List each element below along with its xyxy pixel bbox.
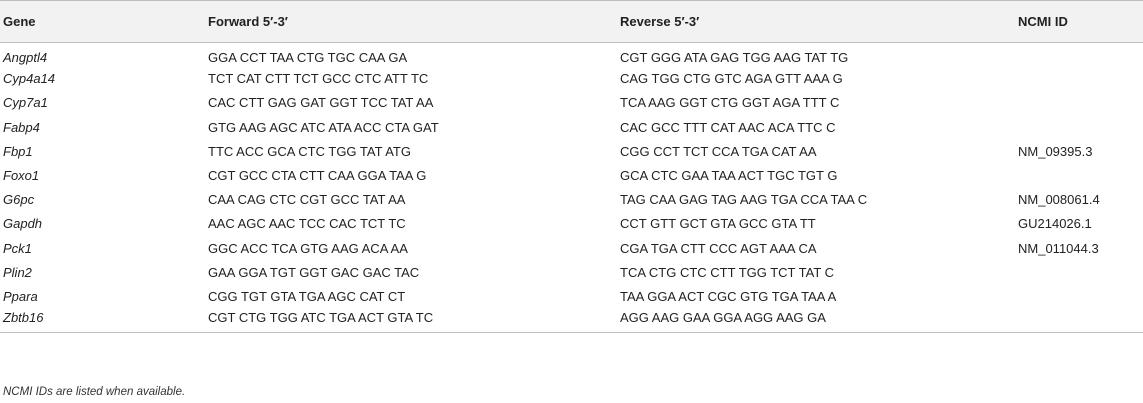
forward-cell: TTC ACC GCA CTC TGG TAT ATG: [208, 143, 411, 159]
header-ncmi-id: NCMI ID: [1015, 0, 1143, 43]
table-row: Angptl4 GGA CCT TAA CTG TGC CAA GA CGT G…: [0, 43, 1143, 67]
table-row: G6pc CAA CAG CTC CGT GCC TAT AA TAG CAA …: [0, 188, 1143, 212]
gene-cell: Pck1: [3, 240, 32, 256]
reverse-cell: TCA CTG CTC CTT TGG TCT TAT C: [620, 264, 835, 280]
ncmi-id-cell: [1015, 43, 1143, 67]
table-row: Pck1 GGC ACC TCA GTG AAG ACA AA CGA TGA …: [0, 236, 1143, 260]
ncmi-id-cell: [1015, 91, 1143, 115]
table-row: Plin2 GAA GGA TGT GGT GAC GAC TAC TCA CT…: [0, 260, 1143, 284]
forward-cell: TCT CAT CTT TCT GCC CTC ATT TC: [208, 71, 429, 87]
table-row: Cyp7a1 CAC CTT GAG GAT GGT TCC TAT AA TC…: [0, 91, 1143, 115]
table-footnote: NCMI IDs are listed when available.: [3, 386, 186, 398]
gene-cell: Cyp4a14: [3, 71, 56, 87]
gene-cell: Fbp1: [3, 143, 33, 159]
header-row: Gene Forward 5′-3′ Reverse 5′-3′ NCMI ID: [0, 0, 1143, 43]
forward-cell: CAC CTT GAG GAT GGT TCC TAT AA: [208, 95, 434, 111]
gene-cell: Fabp4: [3, 119, 40, 135]
reverse-cell: CAC GCC TTT CAT AAC ACA TTC C: [620, 119, 836, 135]
gene-cell: Ppara: [3, 288, 38, 304]
ncmi-id-cell: [1015, 163, 1143, 187]
reverse-cell: CCT GTT GCT GTA GCC GTA TT: [620, 216, 816, 232]
header-forward: Forward 5′-3′: [205, 0, 617, 43]
table-row: Cyp4a14 TCT CAT CTT TCT GCC CTC ATT TC C…: [0, 67, 1143, 91]
header-reverse: Reverse 5′-3′: [617, 0, 1015, 43]
forward-cell: CGT CTG TGG ATC TGA ACT GTA TC: [205, 308, 617, 334]
gene-cell: Plin2: [3, 264, 32, 280]
forward-cell: GAA GGA TGT GGT GAC GAC TAC: [208, 264, 420, 280]
forward-cell: CGT GCC CTA CTT CAA GGA TAA G: [208, 168, 427, 184]
gene-cell: Cyp7a1: [3, 95, 48, 111]
table-body: Angptl4 GGA CCT TAA CTG TGC CAA GA CGT G…: [0, 43, 1143, 334]
header-gene: Gene: [0, 0, 205, 43]
table-row: Fbp1 TTC ACC GCA CTC TGG TAT ATG CGG CCT…: [0, 139, 1143, 163]
forward-cell: GGC ACC TCA GTG AAG ACA AA: [208, 240, 408, 256]
forward-cell: CAA CAG CTC CGT GCC TAT AA: [208, 192, 406, 208]
gene-cell: Zbtb16: [0, 308, 205, 334]
forward-cell: AAC AGC AAC TCC CAC TCT TC: [208, 216, 406, 232]
table-row: Zbtb16 CGT CTG TGG ATC TGA ACT GTA TC AG…: [0, 308, 1143, 334]
forward-cell: CGG TGT GTA TGA AGC CAT CT: [208, 288, 406, 304]
ncmi-id-cell: NM_011044.3: [1018, 240, 1099, 256]
gene-cell: G6pc: [3, 192, 35, 208]
reverse-cell: AGG AAG GAA GGA AGG AAG GA: [617, 308, 1015, 334]
ncmi-id-cell: [1015, 308, 1143, 334]
reverse-cell: TAG CAA GAG TAG AAG TGA CCA TAA C: [620, 192, 868, 208]
reverse-cell: CGA TGA CTT CCC AGT AAA CA: [620, 240, 817, 256]
ncmi-id-cell: [1015, 115, 1143, 139]
reverse-cell: TAA GGA ACT CGC GTG TGA TAA A: [620, 288, 837, 304]
primer-table: Gene Forward 5′-3′ Reverse 5′-3′ NCMI ID…: [0, 0, 1143, 334]
reverse-cell: CGT GGG ATA GAG TGG AAG TAT TG: [620, 50, 849, 66]
table-row: Gapdh AAC AGC AAC TCC CAC TCT TC CCT GTT…: [0, 212, 1143, 236]
table-row: Fabp4 GTG AAG AGC ATC ATA ACC CTA GAT CA…: [0, 115, 1143, 139]
reverse-cell: CGG CCT TCT CCA TGA CAT AA: [620, 143, 817, 159]
gene-cell: Angptl4: [3, 50, 48, 66]
table-row: Foxo1 CGT GCC CTA CTT CAA GGA TAA G GCA …: [0, 163, 1143, 187]
reverse-cell: CAG TGG CTG GTC AGA GTT AAA G: [620, 71, 843, 87]
forward-cell: GTG AAG AGC ATC ATA ACC CTA GAT: [208, 119, 439, 135]
ncmi-id-cell: NM_09395.3: [1018, 143, 1093, 159]
ncmi-id-cell: GU214026.1: [1018, 216, 1092, 232]
ncmi-id-cell: NM_008061.4: [1018, 192, 1100, 208]
ncmi-id-cell: [1015, 67, 1143, 91]
table-header: Gene Forward 5′-3′ Reverse 5′-3′ NCMI ID: [0, 0, 1143, 43]
gene-cell: Foxo1: [3, 168, 40, 184]
ncmi-id-cell: [1015, 260, 1143, 284]
forward-cell: GGA CCT TAA CTG TGC CAA GA: [208, 50, 408, 66]
gene-cell: Gapdh: [3, 216, 43, 232]
ncmi-id-cell: [1015, 284, 1143, 308]
reverse-cell: TCA AAG GGT CTG GGT AGA TTT C: [620, 95, 840, 111]
reverse-cell: GCA CTC GAA TAA ACT TGC TGT G: [620, 168, 838, 184]
table-row: Ppara CGG TGT GTA TGA AGC CAT CT TAA GGA…: [0, 284, 1143, 308]
